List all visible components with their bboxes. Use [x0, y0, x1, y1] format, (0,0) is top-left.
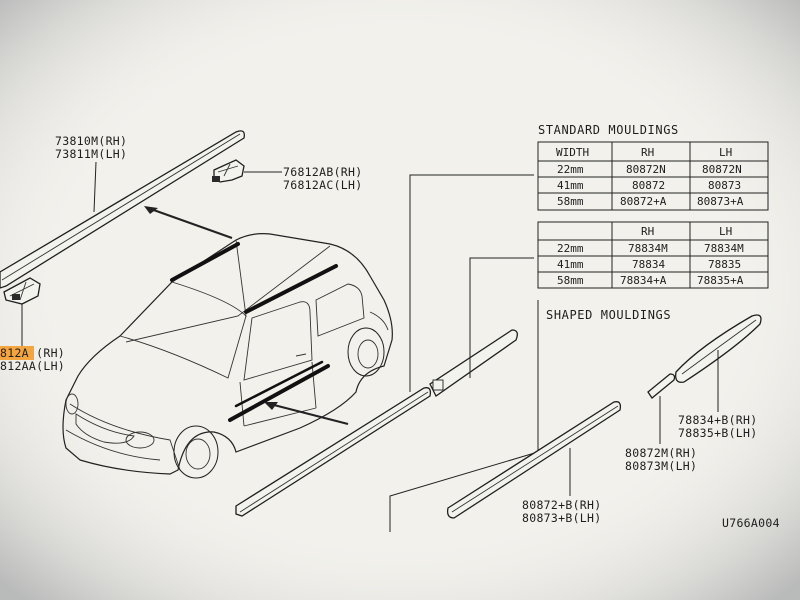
standard-table-b: RH LH 22mm 78834M 78834M 41mm 78834 7883…	[537, 221, 769, 289]
label-shaped3-rh: 80872+B(RH)	[522, 498, 601, 512]
figure-code: U766A004	[722, 516, 780, 530]
clip-left	[3, 277, 41, 305]
table-a-cell: 80872+A	[620, 195, 667, 208]
label-shaped2-rh: 80872M(RH)	[625, 446, 697, 460]
shaped-moulding-1	[675, 314, 762, 383]
table-a-cell: 58mm	[557, 195, 584, 208]
table-b-cell: 78834M	[628, 242, 668, 255]
label-left-rh: 812A (RH)	[0, 346, 65, 360]
table-a-cell: 80872N	[702, 163, 742, 176]
label-roof-lh: 73811M(LH)	[55, 147, 127, 161]
label-left-lh: 812AA(LH)	[0, 359, 65, 373]
table-a-header-width: WIDTH	[556, 146, 589, 159]
table-a-cell: 80873	[708, 179, 741, 192]
table-a-header-rh: RH	[641, 146, 654, 159]
label-shaped1-lh: 78835+B(LH)	[678, 426, 757, 440]
table-b-cell: 78834+A	[620, 274, 667, 287]
standard-moulding-long	[235, 387, 432, 517]
table-b-cell: 78834	[632, 258, 665, 271]
label-clip-lh: 76812AC(LH)	[283, 178, 362, 192]
standard-moulding-short	[429, 329, 518, 397]
table-b-header-lh: LH	[719, 225, 732, 238]
standard-mouldings-title: STANDARD MOULDINGS	[538, 123, 679, 137]
clip-76812	[212, 159, 245, 183]
table-a-cell: 80872N	[626, 163, 666, 176]
car-illustration	[62, 206, 393, 479]
table-b-cell: 22mm	[557, 242, 584, 255]
table-b-cell: 78834M	[704, 242, 744, 255]
label-shaped2-lh: 80873M(LH)	[625, 459, 697, 473]
label-roof-rh: 73810M(RH)	[55, 134, 127, 148]
label-shaped3-lh: 80873+B(LH)	[522, 511, 601, 525]
table-b-cell: 78835+A	[697, 274, 744, 287]
standard-table-a: WIDTH RH LH 22mm 80872N 80872N 41mm 8087…	[537, 141, 769, 211]
shaped-mouldings-title: SHAPED MOULDINGS	[546, 308, 671, 322]
label-shaped1-rh: 78834+B(RH)	[678, 413, 757, 427]
table-a-cell: 22mm	[557, 163, 584, 176]
table-b-cell: 58mm	[557, 274, 584, 287]
table-a-cell: 80872	[632, 179, 665, 192]
label-clip-rh: 76812AB(RH)	[283, 165, 362, 179]
table-a-cell: 80873+A	[697, 195, 744, 208]
shaped-moulding-2	[647, 373, 676, 399]
table-b-cell: 78835	[708, 258, 741, 271]
shaped-moulding-3	[446, 401, 622, 519]
roof-moulding	[0, 130, 245, 289]
table-a-cell: 41mm	[557, 179, 584, 192]
table-b-header-rh: RH	[641, 225, 654, 238]
highlight-part-number	[0, 346, 34, 360]
table-a-header-lh: LH	[719, 146, 732, 159]
table-b-cell: 41mm	[557, 258, 584, 271]
